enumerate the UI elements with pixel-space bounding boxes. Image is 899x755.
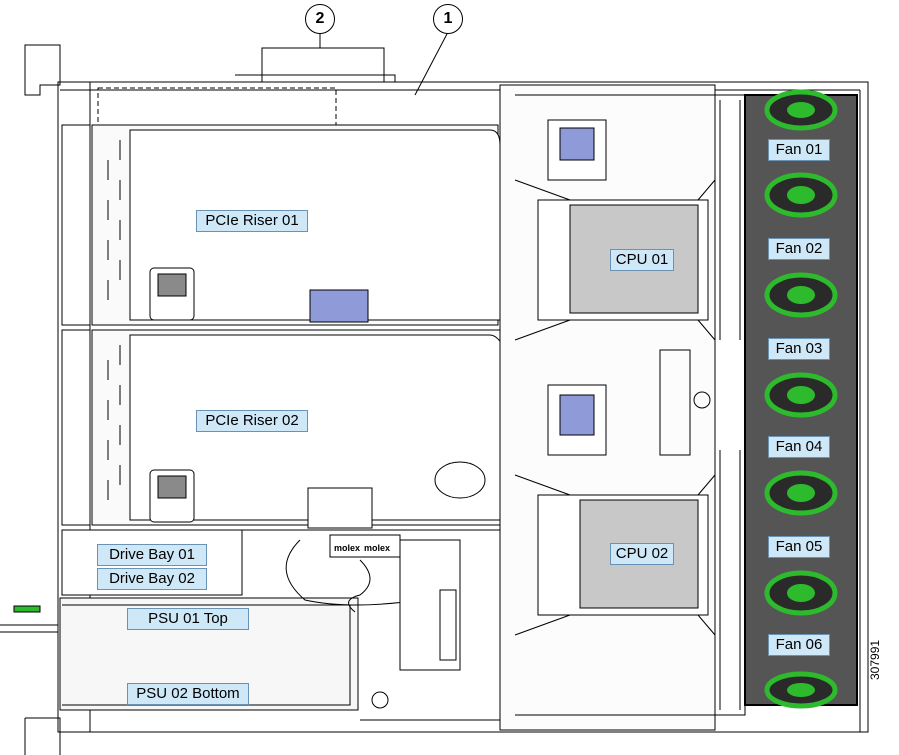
label-fan-02: Fan 02 xyxy=(768,238,830,260)
riser-slot-ticks xyxy=(107,140,121,500)
fan-05-06-rotor xyxy=(764,570,838,616)
label-psu-02-bottom: PSU 02 Bottom xyxy=(127,683,249,705)
fan-01-rotor-top xyxy=(764,89,838,131)
label-pcie-riser-01: PCIe Riser 01 xyxy=(196,210,308,232)
fan-03-04-rotor xyxy=(764,372,838,418)
callout-1: 1 xyxy=(433,4,463,34)
label-drive-bay-01: Drive Bay 01 xyxy=(97,544,207,566)
document-number: 307991 xyxy=(868,639,882,680)
fan-06-rotor-bottom xyxy=(764,671,838,709)
riser-02-cutout xyxy=(434,461,486,499)
fan-02-03-rotor xyxy=(764,272,838,318)
left-rack-ear-bottom xyxy=(24,717,61,755)
label-drive-bay-02: Drive Bay 02 xyxy=(97,568,207,590)
psu-handle xyxy=(13,605,41,613)
label-fan-05: Fan 05 xyxy=(768,536,830,558)
label-psu-01-top: PSU 01 Top xyxy=(127,608,249,630)
left-rack-ear xyxy=(24,44,61,96)
label-pcie-riser-02: PCIe Riser 02 xyxy=(196,410,308,432)
label-fan-06: Fan 06 xyxy=(768,634,830,656)
label-fan-03: Fan 03 xyxy=(768,338,830,360)
cpu-01-latch xyxy=(547,119,607,181)
label-fan-01: Fan 01 xyxy=(768,139,830,161)
fan-rotors xyxy=(764,89,838,709)
cpu-section xyxy=(499,84,716,731)
label-cpu-01: CPU 01 xyxy=(610,249,674,271)
molex-label-1: molex xyxy=(334,543,360,553)
fan-04-05-rotor xyxy=(764,470,838,516)
molex-label-2: molex xyxy=(364,543,390,553)
callout-2-bracket xyxy=(261,30,385,82)
callout-2: 2 xyxy=(305,4,335,34)
label-cpu-02: CPU 02 xyxy=(610,543,674,565)
callout-1-leader xyxy=(414,31,449,96)
label-fan-04: Fan 04 xyxy=(768,436,830,458)
fan-01-02-rotor xyxy=(764,172,838,218)
center-screw xyxy=(693,391,711,409)
